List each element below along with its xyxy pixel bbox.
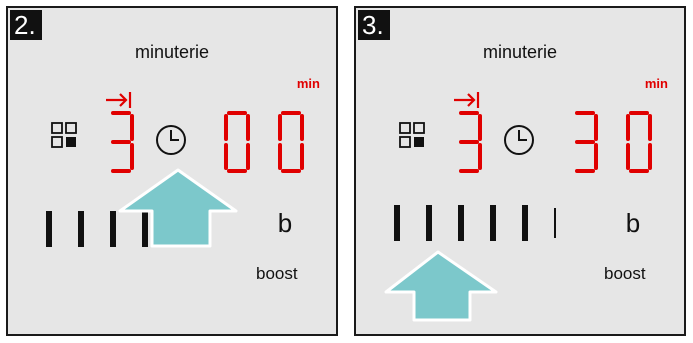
timer-digit-units <box>278 111 304 173</box>
boost-label: boost <box>604 264 646 283</box>
timer-digit-units <box>626 111 652 173</box>
unit-label: min <box>296 76 320 91</box>
step-number: 3. <box>358 10 390 40</box>
pointer-arrow <box>118 168 238 248</box>
panel-step-2: 2. minuterie min <box>6 6 338 336</box>
panel-step-3: 3. minuterie min b bo <box>354 6 686 336</box>
b-button[interactable]: b <box>625 208 641 238</box>
timer-digit-tens <box>224 111 250 173</box>
panel-title: minuterie <box>482 42 558 62</box>
boost-label: boost <box>256 264 298 283</box>
zone-end-arrow-icon <box>106 92 132 108</box>
unit-label: min <box>644 76 668 91</box>
timer-icon[interactable] <box>504 125 534 155</box>
zone-grid-icon[interactable] <box>399 122 425 148</box>
zone-grid-icon[interactable] <box>51 122 77 148</box>
step-number: 2. <box>10 10 42 40</box>
zone-end-arrow-icon <box>454 92 480 108</box>
timer-icon[interactable] <box>156 125 186 155</box>
timer-digit-tens <box>575 111 598 173</box>
pointer-arrow <box>384 250 498 322</box>
power-slider[interactable] <box>394 205 556 241</box>
zone-digit <box>459 111 482 173</box>
panel-title: minuterie <box>134 42 210 62</box>
b-button[interactable]: b <box>277 208 293 238</box>
zone-digit <box>111 111 134 173</box>
